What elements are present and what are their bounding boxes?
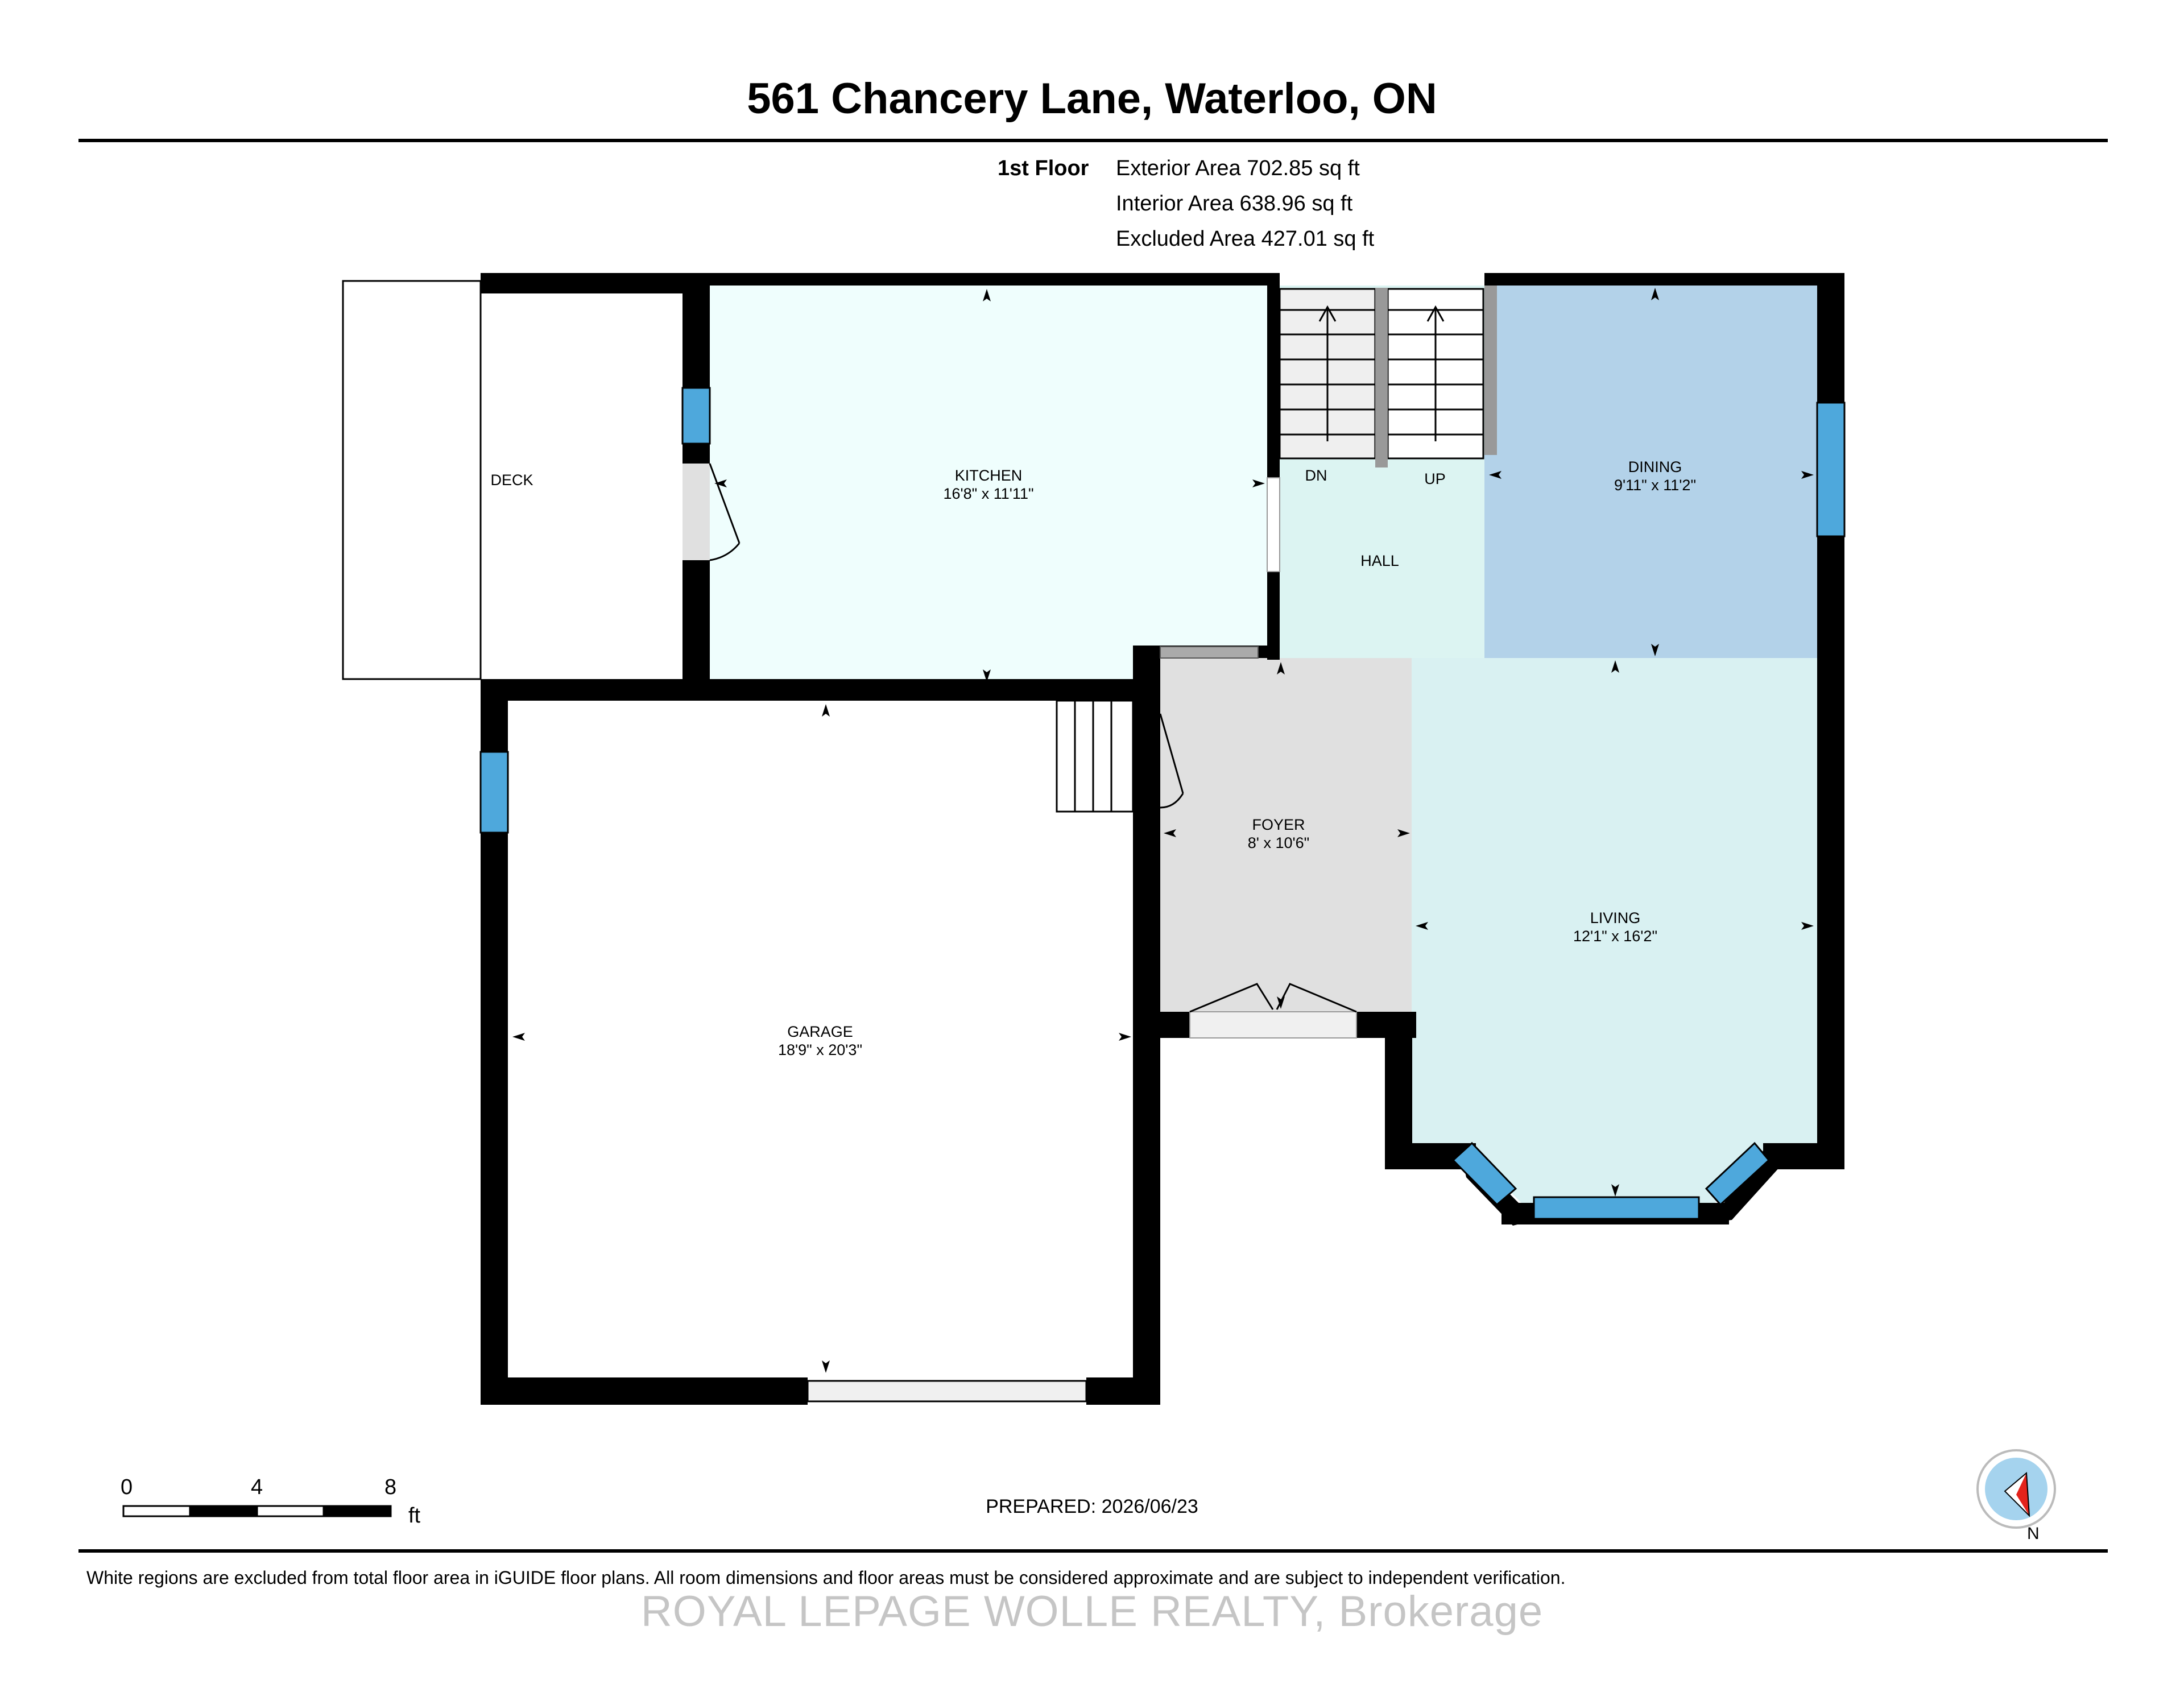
kitchen-dims: 16'8" x 11'11" [943, 485, 1034, 502]
disclaimer: White regions are excluded from total fl… [86, 1567, 1566, 1588]
compass-label: N [2027, 1524, 2040, 1543]
dining-fill [1484, 286, 1817, 658]
living-dims: 12'1" x 16'2" [1573, 928, 1658, 945]
kitchen-fill [710, 286, 1275, 684]
prepared-date: PREPARED: 2026/06/23 [986, 1496, 1198, 1517]
garage-stairs [1056, 700, 1134, 813]
title-rule [78, 139, 2108, 142]
foyer-dims: 8' x 10'6" [1247, 834, 1310, 851]
scale-unit: ft [408, 1504, 421, 1528]
foyer-label: FOYER 8' x 10'6" [1136, 816, 1421, 852]
living-fill [1412, 658, 1817, 1206]
windows [479, 387, 1846, 1220]
living-label: LIVING 12'1" x 16'2" [1473, 909, 1757, 945]
stairs-down-label: DN [1305, 467, 1327, 484]
deck-outline [342, 280, 482, 680]
foyer-fill [1144, 658, 1412, 1012]
stairs-up-label: UP [1424, 470, 1446, 487]
hall-label: HALL [1360, 552, 1399, 569]
excluded-area: Excluded Area 427.01 sq ft [1116, 227, 1375, 251]
scale-bar [122, 1505, 392, 1517]
hall-stairs [1279, 288, 1484, 460]
dining-name: DINING [1628, 458, 1682, 475]
scale-tick-0: 0 [121, 1475, 133, 1499]
dining-dims: 9'11" x 11'2" [1614, 477, 1697, 494]
page-title: 561 Chancery Lane, Waterloo, ON [747, 75, 1437, 123]
scale-tick-4: 4 [251, 1475, 263, 1499]
garage-door [806, 1380, 1087, 1402]
garage-label: GARAGE 18'9" x 20'3" [678, 1023, 962, 1059]
interior-area: Interior Area 638.96 sq ft [1116, 192, 1353, 216]
foyer-name: FOYER [1252, 816, 1305, 833]
compass-icon [1976, 1449, 2056, 1529]
scale-tick-8: 8 [384, 1475, 397, 1499]
kitchen-label: KITCHEN 16'8" x 11'11" [846, 466, 1131, 503]
living-name: LIVING [1590, 909, 1641, 926]
dining-label: DINING 9'11" x 11'2" [1513, 458, 1797, 494]
garage-dims: 18'9" x 20'3" [777, 1041, 863, 1058]
brokerage-watermark: ROYAL LEPAGE WOLLE REALTY, Brokerage [640, 1587, 1544, 1636]
exterior-area: Exterior Area 702.85 sq ft [1116, 156, 1360, 180]
deck-label: DECK [490, 471, 533, 489]
garage-name: GARAGE [787, 1023, 853, 1040]
kitchen-name: KITCHEN [954, 467, 1023, 484]
floor-label: 1st Floor [998, 156, 1089, 180]
